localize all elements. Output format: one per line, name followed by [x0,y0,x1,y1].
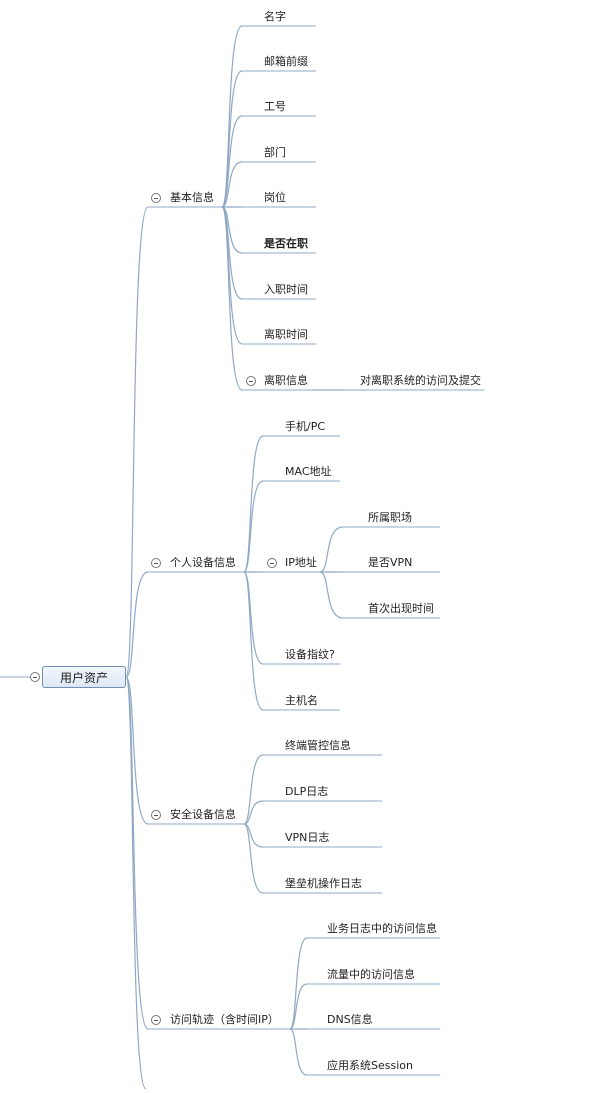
branch-basic-info[interactable]: 基本信息 [170,191,214,204]
branch-to-leaf-line [243,800,264,825]
sub-to-leaf-line [319,526,344,573]
branch-to-leaf-line [221,115,243,208]
leaf-position[interactable]: 岗位 [264,191,286,204]
leaf-workplace[interactable]: 所属职场 [368,511,412,524]
collapse-icon[interactable] [151,558,161,568]
leaf-name[interactable]: 名字 [264,10,286,23]
leaf-hire-date[interactable]: 入职时间 [264,283,308,296]
collapse-icon[interactable] [151,810,161,820]
leaf-dns-info[interactable]: DNS信息 [327,1013,373,1026]
node-ip-address[interactable]: IP地址 [285,556,317,569]
leaf-business-log-access[interactable]: 业务日志中的访问信息 [327,922,437,935]
root-to-branch-line [125,571,149,678]
sub-to-leaf-line [319,571,344,619]
leaf-dlp-log[interactable]: DLP日志 [285,785,329,798]
branch-security-device[interactable]: 安全设备信息 [170,808,236,821]
collapse-icon[interactable] [30,672,40,682]
leaf-is-vpn[interactable]: 是否VPN [368,556,413,569]
branch-to-leaf-line [221,161,243,208]
root-to-branch-line [125,676,149,1030]
leaf-leave-date[interactable]: 离职时间 [264,328,308,341]
branch-to-leaf-line [243,823,264,894]
branch-to-leaf-line [243,571,264,711]
branch-to-leaf-line [289,983,308,1030]
branch-to-leaf-line [221,206,243,391]
collapse-icon[interactable] [151,1015,161,1025]
branch-to-leaf-line [289,937,308,1030]
leaf-device-fingerprint[interactable]: 设备指纹? [285,648,335,661]
leaf-app-session[interactable]: 应用系统Session [327,1059,413,1072]
branch-to-leaf-line [243,480,264,573]
root-to-branch-line [125,676,149,825]
leaf-hostname[interactable]: 主机名 [285,694,318,707]
root-to-offscreen-line [125,676,147,1090]
leaf-employee-id[interactable]: 工号 [264,100,286,113]
leaf-bastion-log[interactable]: 堡垒机操作日志 [285,877,362,890]
node-leave-info[interactable]: 离职信息 [264,374,308,387]
leaf-phone-pc[interactable]: 手机/PC [285,420,326,433]
collapse-icon[interactable] [246,376,256,386]
branch-to-leaf-line [243,754,264,825]
branch-access-trace[interactable]: 访问轨迹（含时间IP） [170,1013,279,1026]
leaf-mac-address[interactable]: MAC地址 [285,465,332,478]
root-to-branch-line [125,206,149,678]
collapse-icon[interactable] [267,558,277,568]
collapse-icon[interactable] [151,193,161,203]
leaf-is-employed[interactable]: 是否在职 [264,237,308,250]
leaf-first-seen[interactable]: 首次出现时间 [368,602,434,615]
branch-to-leaf-line [243,571,264,665]
leaf-traffic-access[interactable]: 流量中的访问信息 [327,968,415,981]
branch-to-leaf-line [289,1028,308,1076]
leaf-email-prefix[interactable]: 邮箱前缀 [264,55,308,68]
leaf-leave-system-access[interactable]: 对离职系统的访问及提交 [360,374,481,387]
leaf-endpoint-control[interactable]: 终端管控信息 [285,739,351,752]
leaf-department[interactable]: 部门 [264,146,286,159]
branch-personal-device[interactable]: 个人设备信息 [170,556,236,569]
root-node[interactable]: 用户资产 [42,666,126,688]
leaf-vpn-log[interactable]: VPN日志 [285,831,330,844]
